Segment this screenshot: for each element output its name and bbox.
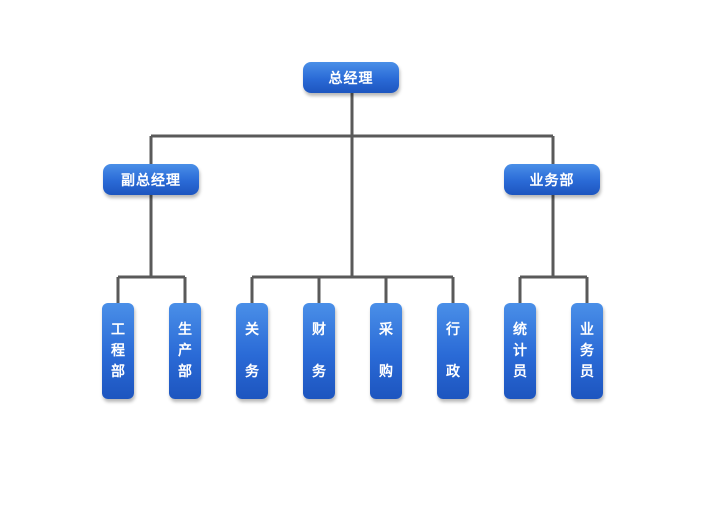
node-general-manager-label: 总经理 <box>328 70 374 87</box>
node-sales-department-label: 业务部 <box>529 172 575 189</box>
node-vice-general-manager: 副总经理 <box>103 164 199 195</box>
node-salesperson: 业 务 员 <box>571 303 603 399</box>
node-engineering-department: 工 程 部 <box>102 303 134 399</box>
node-production-department-label: 生 产 部 <box>178 321 192 380</box>
node-statistician: 统 计 员 <box>504 303 536 399</box>
node-customs-affairs-label: 关 务 <box>245 322 259 380</box>
node-finance: 财 务 <box>303 303 335 399</box>
node-administration: 行 政 <box>437 303 469 399</box>
node-vice-general-manager-label: 副总经理 <box>121 172 181 189</box>
node-customs-affairs: 关 务 <box>236 303 268 399</box>
node-sales-department: 业务部 <box>504 164 600 195</box>
node-purchasing-label: 采 购 <box>379 322 393 380</box>
node-engineering-department-label: 工 程 部 <box>111 321 125 380</box>
node-purchasing: 采 购 <box>370 303 402 399</box>
node-administration-label: 行 政 <box>446 322 460 380</box>
node-finance-label: 财 务 <box>312 322 326 380</box>
node-statistician-label: 统 计 员 <box>513 321 527 380</box>
node-general-manager: 总经理 <box>303 62 399 93</box>
node-production-department: 生 产 部 <box>169 303 201 399</box>
node-salesperson-label: 业 务 员 <box>580 321 594 380</box>
